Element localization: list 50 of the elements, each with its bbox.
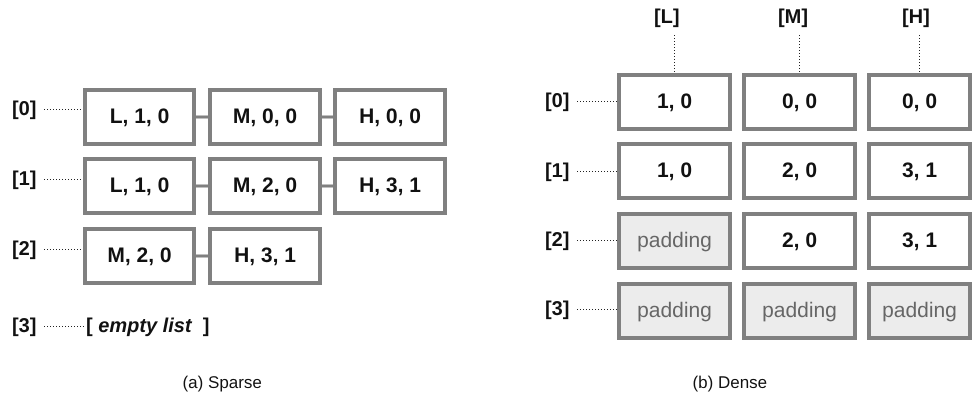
index-label: [1]: [545, 160, 570, 183]
list-cell: L, 1, 0: [83, 88, 196, 146]
caption: (a) Sparse: [182, 373, 262, 393]
list-cell: M, 2, 0: [83, 227, 196, 285]
index-label: [0]: [545, 90, 570, 113]
index-label: [3]: [12, 315, 36, 338]
list-cell: H, 3, 1: [333, 157, 447, 215]
connector-line: [196, 116, 208, 118]
padding-cell: padding: [867, 282, 972, 340]
padding-cell: padding: [617, 282, 732, 340]
leader-line: [799, 34, 800, 74]
index-label: [2]: [12, 238, 36, 261]
leader-line: [44, 326, 86, 327]
leader-line: [44, 179, 84, 180]
list-cell: 3, 1: [867, 212, 972, 270]
caption: (b) Dense: [692, 373, 768, 393]
leader-line: [44, 109, 84, 110]
index-label: [0]: [12, 98, 36, 121]
list-cell: 2, 0: [742, 142, 857, 200]
connector-line: [322, 116, 333, 118]
padding-cell: padding: [617, 212, 732, 270]
list-cell: 3, 1: [867, 142, 972, 200]
leader-line: [576, 101, 618, 102]
leader-line: [44, 249, 84, 250]
index-label: [3]: [545, 298, 570, 321]
connector-line: [196, 254, 208, 258]
index-label: [ empty list ]: [86, 315, 210, 338]
list-cell: H, 3, 1: [208, 227, 322, 285]
list-cell: M, 0, 0: [208, 88, 322, 146]
list-cell: M, 2, 0: [208, 157, 322, 215]
list-cell: 2, 0: [742, 212, 857, 270]
list-cell: 1, 0: [617, 73, 732, 131]
padding-cell: padding: [742, 282, 857, 340]
list-cell: 0, 0: [742, 73, 857, 131]
list-cell: H, 0, 0: [333, 88, 447, 146]
index-label: [2]: [545, 229, 570, 252]
leader-line: [576, 240, 618, 241]
connector-line: [322, 184, 333, 188]
list-cell: 1, 0: [617, 142, 732, 200]
leader-line: [674, 34, 675, 74]
connector-line: [196, 184, 208, 188]
index-label: [L]: [654, 6, 680, 29]
list-cell: L, 1, 0: [83, 157, 196, 215]
index-label: [1]: [12, 168, 36, 191]
leader-line: [576, 171, 618, 172]
leader-line: [919, 34, 920, 74]
index-label: [H]: [902, 6, 930, 29]
list-cell: 0, 0: [867, 73, 972, 131]
leader-line: [576, 309, 618, 310]
index-label: [M]: [778, 6, 808, 29]
